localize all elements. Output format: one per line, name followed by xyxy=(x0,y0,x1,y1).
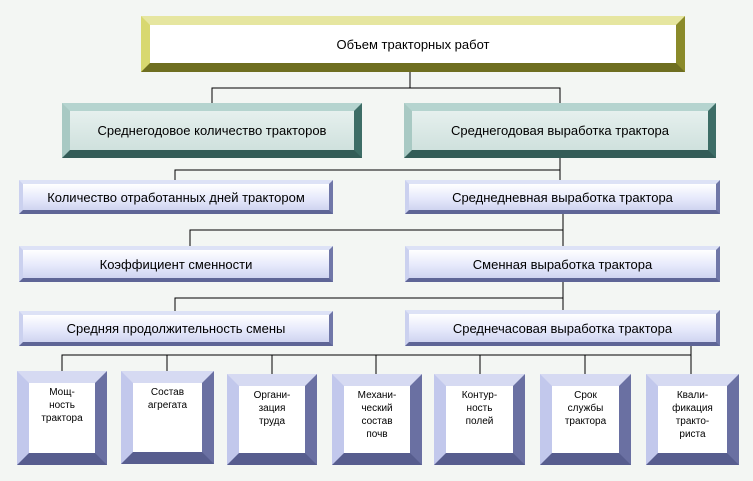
factor-unit-composition: Состав агрегата xyxy=(121,371,214,464)
factor-field-contour: Контур- ность полей xyxy=(434,374,525,465)
avg-shift-duration-label: Средняя продолжительность смены xyxy=(23,315,329,342)
avg-daily-output-box: Среднедневная выработка трактора xyxy=(405,180,720,214)
days-worked-label: Количество отработанных дней трактором xyxy=(23,184,329,210)
root-box: Объем тракторных работ xyxy=(141,16,685,72)
days-worked-box: Количество отработанных дней трактором xyxy=(19,180,333,214)
factor-driver-qualification-label: Квали- фикация тракто- риста xyxy=(658,386,727,453)
avg-hourly-output-label: Среднечасовая выработка трактора xyxy=(409,314,716,342)
factor-labor-organization-label: Органи- зация труда xyxy=(239,386,305,453)
shift-output-label: Сменная выработка трактора xyxy=(409,250,716,278)
shift-coefficient-label: Коэффициент сменности xyxy=(23,250,329,278)
avg-annual-tractor-count-label: Среднегодовое количество тракторов xyxy=(70,111,354,150)
avg-annual-tractor-count-box: Среднегодовое количество тракторов xyxy=(62,103,362,158)
avg-annual-output-label: Среднегодовая выработка трактора xyxy=(412,111,708,150)
factor-field-contour-label: Контур- ность полей xyxy=(446,386,513,453)
factor-unit-composition-label: Состав агрегата xyxy=(133,383,202,452)
shift-coefficient-box: Коэффициент сменности xyxy=(19,246,333,282)
factor-driver-qualification: Квали- фикация тракто- риста xyxy=(646,374,739,465)
avg-hourly-output-box: Среднечасовая выработка трактора xyxy=(405,310,720,346)
factor-soil-composition-label: Механи- ческий состав почв xyxy=(344,386,410,453)
root-label: Объем тракторных работ xyxy=(150,25,676,63)
factor-tractor-power-label: Мощ- ность трактора xyxy=(29,383,95,453)
avg-shift-duration-box: Средняя продолжительность смены xyxy=(19,311,333,346)
shift-output-box: Сменная выработка трактора xyxy=(405,246,720,282)
factor-labor-organization: Органи- зация труда xyxy=(227,374,317,465)
factor-soil-composition: Механи- ческий состав почв xyxy=(332,374,422,465)
factor-tractor-power: Мощ- ность трактора xyxy=(17,371,107,465)
factor-service-life-label: Срок службы трактора xyxy=(552,386,619,453)
factor-service-life: Срок службы трактора xyxy=(540,374,631,465)
avg-annual-output-box: Среднегодовая выработка трактора xyxy=(404,103,716,158)
avg-daily-output-label: Среднедневная выработка трактора xyxy=(409,184,716,210)
